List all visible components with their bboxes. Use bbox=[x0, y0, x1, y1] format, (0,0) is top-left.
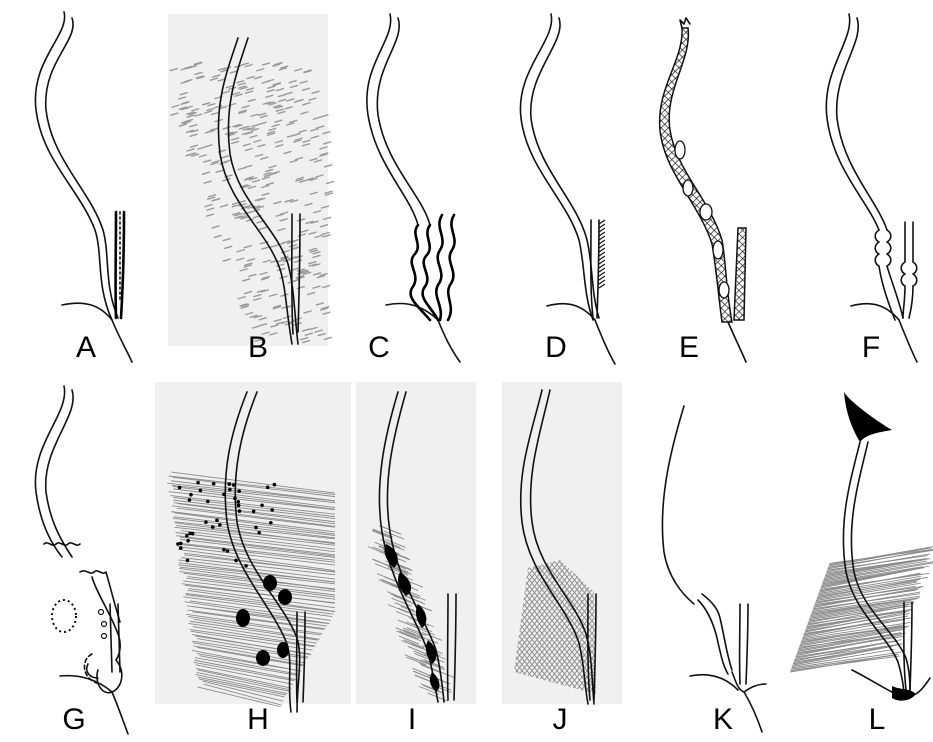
panel-i: I bbox=[356, 382, 476, 742]
panel-c: C bbox=[330, 0, 485, 370]
hatched-segment bbox=[599, 220, 605, 288]
panel-label-j: J bbox=[530, 705, 590, 735]
panel-e-drawing bbox=[640, 0, 795, 370]
panel-l-drawing bbox=[780, 372, 933, 742]
panel-f: F bbox=[795, 0, 933, 370]
panel-label-i: I bbox=[382, 705, 442, 735]
panel-g-drawing bbox=[0, 372, 155, 742]
panel-b: B bbox=[168, 14, 328, 354]
panel-h-drawing bbox=[155, 382, 351, 742]
panel-g: G bbox=[0, 372, 155, 742]
panel-j: J bbox=[502, 382, 622, 742]
panel-k-drawing bbox=[640, 372, 795, 742]
panel-label-l: L bbox=[847, 705, 907, 735]
panel-l: L bbox=[780, 372, 933, 742]
panel-f-drawing bbox=[795, 0, 933, 370]
panel-label-a: A bbox=[56, 333, 116, 363]
panel-e: E bbox=[640, 0, 795, 370]
panel-label-g: G bbox=[44, 705, 104, 735]
panel-h: H bbox=[155, 382, 351, 742]
panel-a-drawing bbox=[0, 0, 155, 370]
panel-a: A bbox=[0, 0, 155, 370]
panel-label-f: F bbox=[841, 333, 901, 363]
panel-d: D bbox=[487, 0, 642, 370]
panel-label-e: E bbox=[659, 333, 719, 363]
panel-k: K bbox=[640, 372, 795, 742]
panel-b-drawing bbox=[168, 14, 328, 354]
panel-label-c: C bbox=[349, 333, 409, 363]
panel-label-b: B bbox=[228, 333, 288, 363]
panel-i-drawing bbox=[356, 382, 476, 742]
panel-d-drawing bbox=[487, 0, 642, 370]
panel-label-h: H bbox=[228, 705, 288, 735]
panel-label-d: D bbox=[526, 333, 586, 363]
panel-label-k: K bbox=[693, 705, 753, 735]
panel-c-drawing bbox=[330, 0, 485, 370]
panel-j-drawing bbox=[502, 382, 622, 742]
